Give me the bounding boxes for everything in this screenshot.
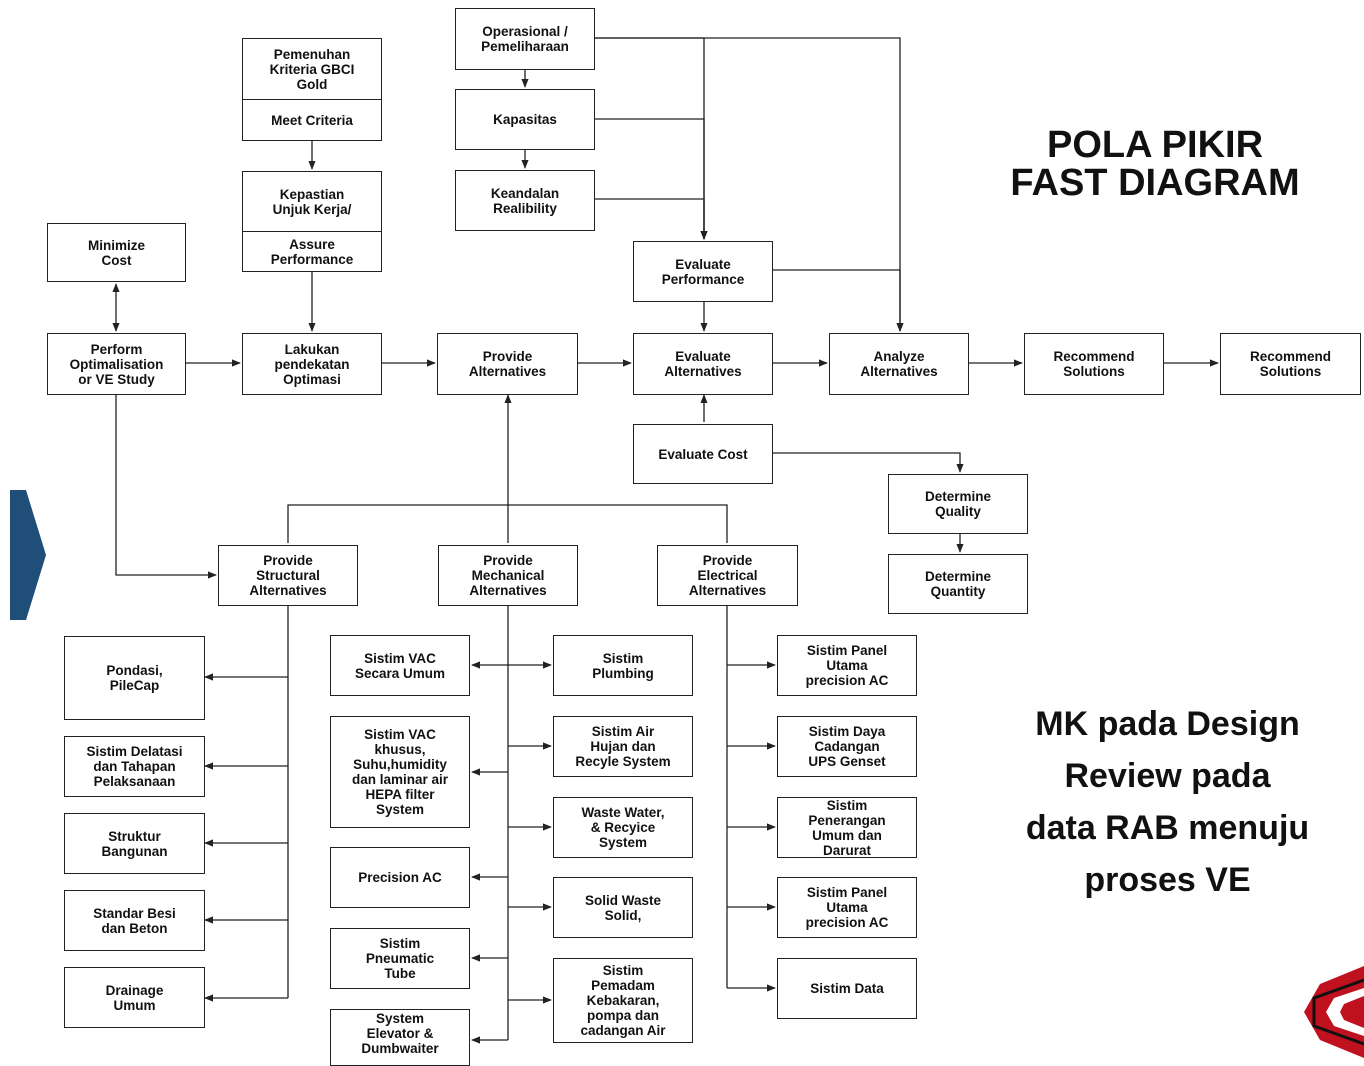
node-penerangan: Sistim Penerangan Umum dan Darurat xyxy=(777,797,917,858)
node-pondasi: Pondasi, PileCap xyxy=(64,636,205,720)
node-operasional: Operasional / Pemeliharaan xyxy=(455,8,595,70)
node-vac-umum: Sistim VAC Secara Umum xyxy=(330,635,470,696)
node-evaluate-alternatives: Evaluate Alternatives xyxy=(633,333,773,395)
node-pneumatic-tube: Sistim Pneumatic Tube xyxy=(330,928,470,989)
node-analyze-alternatives: Analyze Alternatives xyxy=(829,333,969,395)
node-panel-utama-2: Sistim Panel Utama precision AC xyxy=(777,877,917,938)
node-lakukan-pendekatan: Lakukan pendekatan Optimasi xyxy=(242,333,382,395)
node-pemadam-kebakaran: Sistim Pemadam Kebakaran, pompa dan cada… xyxy=(553,958,693,1043)
node-minimize-cost: Minimize Cost xyxy=(47,223,186,282)
node-meet-criteria: Meet Criteria xyxy=(242,99,382,141)
node-waste-water: Waste Water, & Recyice System xyxy=(553,797,693,858)
node-kapasitas: Kapasitas xyxy=(455,89,595,150)
node-determine-quality: Determine Quality xyxy=(888,474,1028,534)
chevron-right-icon xyxy=(10,490,46,620)
node-struktur-bangunan: Struktur Bangunan xyxy=(64,813,205,874)
node-kepastian-unjuk-kerja: Kepastian Unjuk Kerja/ xyxy=(242,171,382,232)
node-gbci-criteria: Pemenuhan Kriteria GBCI Gold xyxy=(242,38,382,100)
node-perform-optimalisation: Perform Optimalisation or VE Study xyxy=(47,333,186,395)
node-mechanical-alternatives: Provide Mechanical Alternatives xyxy=(438,545,578,606)
node-precision-ac: Precision AC xyxy=(330,847,470,908)
node-provide-alternatives: Provide Alternatives xyxy=(437,333,578,395)
node-evaluate-performance: Evaluate Performance xyxy=(633,241,773,302)
node-standar-besi: Standar Besi dan Beton xyxy=(64,890,205,951)
node-recommend-solutions: Recommend Solutions xyxy=(1024,333,1164,395)
node-solid-waste: Solid Waste Solid, xyxy=(553,877,693,938)
node-structural-alternatives: Provide Structural Alternatives xyxy=(218,545,358,606)
node-electrical-alternatives: Provide Electrical Alternatives xyxy=(657,545,798,606)
node-daya-cadangan: Sistim Daya Cadangan UPS Genset xyxy=(777,716,917,777)
node-sistim-data: Sistim Data xyxy=(777,958,917,1019)
node-plumbing: Sistim Plumbing xyxy=(553,635,693,696)
node-evaluate-cost: Evaluate Cost xyxy=(633,424,773,484)
diagram-note: MK pada Design Review pada data RAB menu… xyxy=(1025,705,1310,899)
node-vac-khusus: Sistim VAC khusus, Suhu,humidity dan lam… xyxy=(330,716,470,828)
logo-icon xyxy=(1304,966,1364,1058)
node-panel-utama: Sistim Panel Utama precision AC xyxy=(777,635,917,696)
node-elevator: System Elevator & Dumbwaiter xyxy=(330,1009,470,1066)
diagram-title: POLA PIKIR FAST DIAGRAM xyxy=(1010,124,1300,204)
node-recommend-solutions-final: Recommend Solutions xyxy=(1220,333,1361,395)
node-determine-quantity: Determine Quantity xyxy=(888,554,1028,614)
node-drainage: Drainage Umum xyxy=(64,967,205,1028)
node-air-hujan: Sistim Air Hujan dan Recyle System xyxy=(553,716,693,777)
node-keandalan: Keandalan Realibility xyxy=(455,170,595,231)
node-assure-performance: Assure Performance xyxy=(242,231,382,272)
node-delatasi: Sistim Delatasi dan Tahapan Pelaksanaan xyxy=(64,736,205,797)
